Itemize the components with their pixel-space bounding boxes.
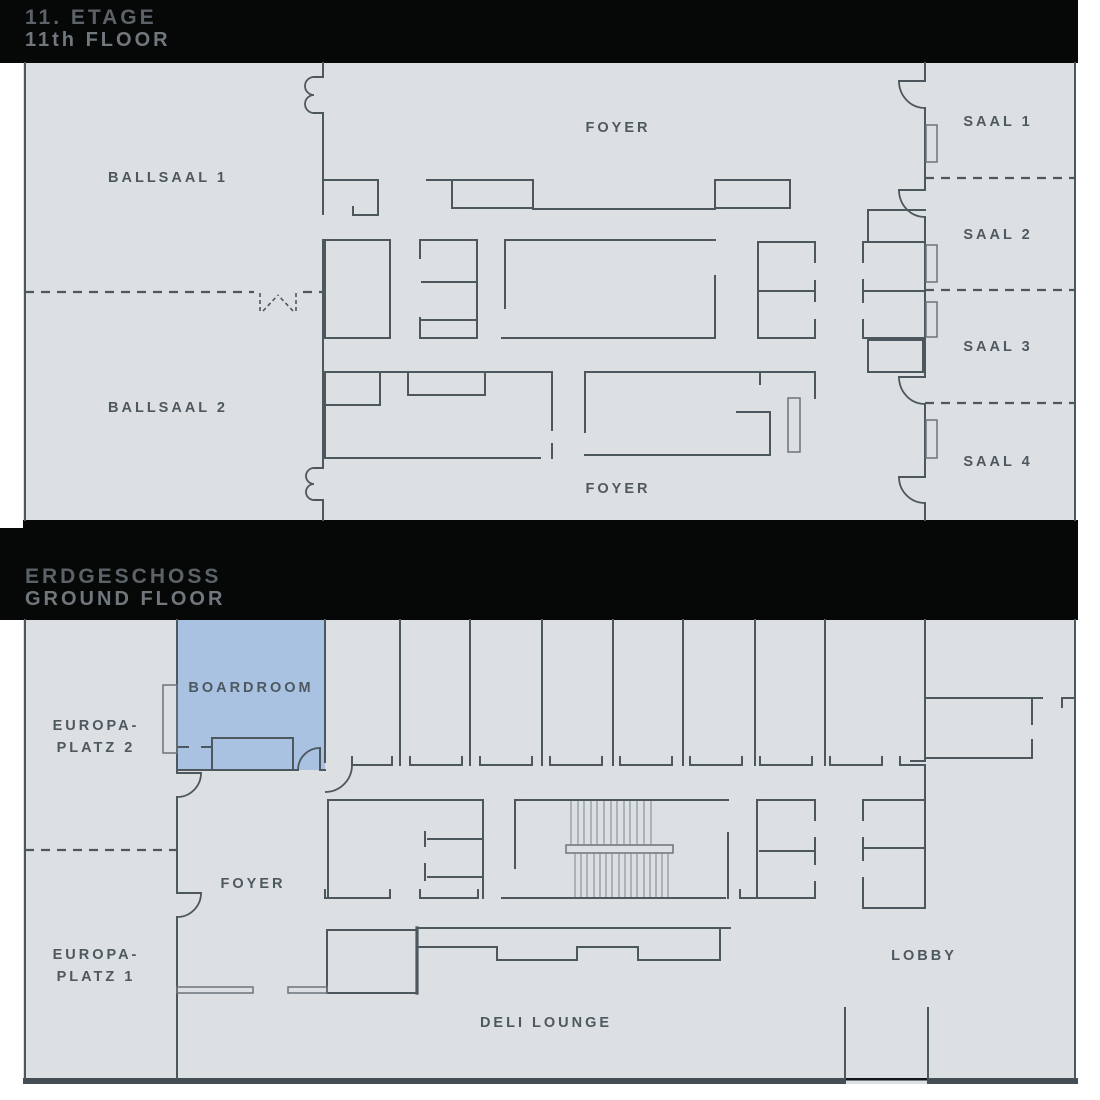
floor11-dashed-door [259,293,297,312]
room-label-saal-2: SAAL 2 [963,227,1033,243]
europaplatz2-line1: EUROPA- [52,718,140,734]
room-label-europaplatz-1: EUROPA- PLATZ 1 [53,944,140,988]
floor11-header: 11. ETAGE 11th FLOOR [25,6,171,52]
room-label-boardroom[interactable]: BOARDROOM [188,680,314,696]
lobby-entrance-gap [846,1080,927,1084]
europaplatz1-line2: PLATZ 1 [56,969,136,985]
room-label-foyer-top: FOYER [585,120,651,136]
floor11-door-arcs [304,76,926,504]
floor11-header-band [0,0,1078,63]
floor11-wall-panels [787,124,938,459]
room-label-ballsaal-2: BALLSAAL 2 [108,400,228,416]
room-label-saal-3: SAAL 3 [963,339,1033,355]
room-label-foyer-bottom: FOYER [585,481,651,497]
europaplatz1-line1: EUROPA- [52,947,140,963]
floor11-dashed-partitions [25,176,1075,405]
lobby-entrance-door [846,1078,927,1081]
boardroom-highlight[interactable] [178,620,325,770]
ground-bottom-edge [23,1078,1078,1084]
ground-header: ERDGESCHOSS GROUND FLOOR [25,565,226,611]
europaplatz2-line2: PLATZ 2 [56,740,136,756]
room-label-ballsaal-1: BALLSAAL 1 [108,170,228,186]
ground-header-band [0,528,1078,620]
stairs-icon [570,801,669,897]
floor11-subtitle: 11th FLOOR [25,29,171,51]
room-label-lobby: LOBBY [891,948,957,964]
room-label-deli-lounge: DELI LOUNGE [479,1015,613,1031]
floor11-title: 11. ETAGE [25,6,157,29]
floor11-bottom-border [23,520,1078,529]
ground-subtitle: GROUND FLOOR [25,588,226,610]
room-label-saal-4: SAAL 4 [963,454,1033,470]
ground-furniture [162,684,674,994]
room-label-saal-1: SAAL 1 [963,114,1033,130]
room-label-europaplatz-2: EUROPA- PLATZ 2 [53,715,140,759]
ground-door-arcs [176,747,353,918]
ground-title: ERDGESCHOSS [25,565,222,588]
room-label-foyer-ground: FOYER [220,876,286,892]
